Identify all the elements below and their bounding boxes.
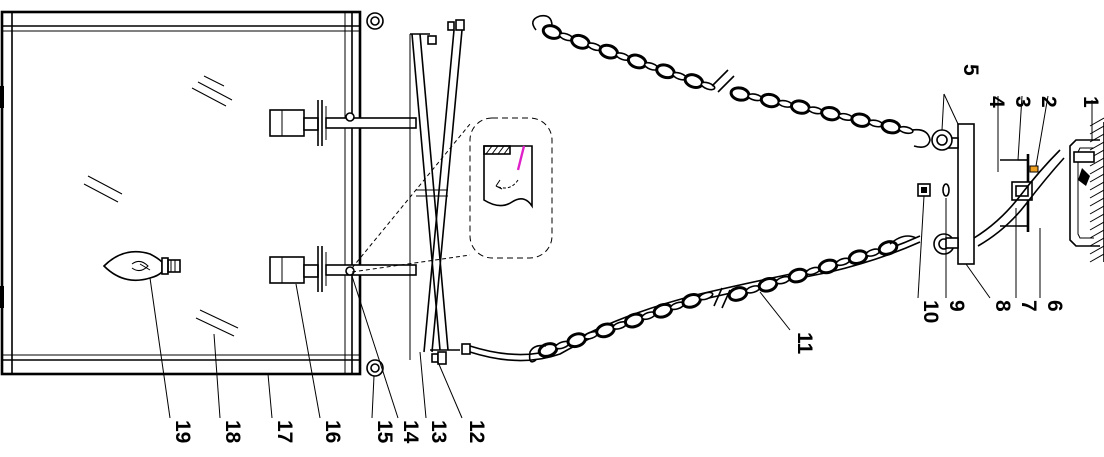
candle-bulb bbox=[102, 250, 181, 282]
label-10: 10 bbox=[919, 300, 942, 323]
ceiling-hatch-line bbox=[1089, 181, 1104, 191]
chain-link bbox=[698, 291, 714, 301]
ceiling-hatch-line bbox=[1089, 165, 1104, 175]
ceiling-hatch-line bbox=[1089, 221, 1104, 231]
chain-link bbox=[700, 81, 716, 91]
chain-link bbox=[570, 33, 591, 50]
candle-holder-bottom bbox=[269, 246, 417, 292]
chain-link bbox=[789, 99, 811, 115]
canopy-ring-upper bbox=[931, 129, 953, 151]
ceiling-hatch-line bbox=[1089, 245, 1104, 255]
chain-lower-with-cable bbox=[469, 233, 955, 363]
chain-link bbox=[757, 276, 779, 293]
label-5: 5 bbox=[959, 64, 982, 76]
detail-callout bbox=[351, 117, 553, 273]
chain-link bbox=[820, 105, 841, 122]
label-8: 8 bbox=[991, 300, 1014, 312]
frame-ring-bottom bbox=[366, 359, 384, 377]
label-2: 2 bbox=[1037, 96, 1060, 108]
chain-link bbox=[759, 92, 781, 109]
ceiling-hatch-line bbox=[1089, 189, 1104, 199]
chain-link bbox=[655, 63, 676, 80]
arm-screw bbox=[427, 35, 437, 45]
frame-ring-top bbox=[366, 12, 384, 30]
part-number-labels: 1 2 3 4 5 6 7 8 9 10 11 12 13 14 15 16 1… bbox=[171, 64, 1102, 444]
label-19: 19 bbox=[171, 420, 194, 443]
label-16: 16 bbox=[321, 420, 344, 443]
label-14: 14 bbox=[399, 420, 422, 444]
label-18: 18 bbox=[221, 420, 244, 444]
ceiling-hatch-line bbox=[1089, 237, 1104, 247]
label-15: 15 bbox=[373, 420, 396, 444]
mounting-bracket bbox=[917, 149, 1065, 247]
chain-link bbox=[652, 302, 674, 319]
label-17: 17 bbox=[273, 420, 296, 443]
ceiling-hatch-line bbox=[1089, 205, 1104, 215]
ceiling-hatch-line bbox=[1089, 197, 1104, 207]
chain-link bbox=[566, 332, 587, 349]
chain-link bbox=[681, 293, 702, 309]
chain-link bbox=[541, 24, 563, 40]
glass-shade-frame bbox=[0, 10, 384, 377]
chain-link bbox=[817, 258, 839, 275]
label-3: 3 bbox=[1011, 96, 1034, 108]
label-6: 6 bbox=[1043, 300, 1066, 312]
label-12: 12 bbox=[465, 420, 488, 443]
label-11: 11 bbox=[793, 332, 816, 355]
ceiling-hatch-line bbox=[1089, 213, 1104, 223]
chain-link bbox=[877, 240, 899, 256]
chain-link bbox=[623, 312, 645, 329]
chain-link bbox=[787, 267, 809, 284]
chain-link bbox=[598, 43, 619, 60]
chain-link bbox=[729, 86, 751, 102]
label-1: 1 bbox=[1079, 96, 1102, 108]
leader-lines bbox=[149, 95, 1093, 419]
chain-link bbox=[898, 125, 914, 135]
chain-link bbox=[626, 53, 648, 70]
label-13: 13 bbox=[427, 420, 450, 443]
ceiling-hatch-line bbox=[1089, 157, 1104, 167]
label-9: 9 bbox=[945, 300, 968, 312]
cross-frame bbox=[409, 19, 471, 365]
label-7: 7 bbox=[1017, 300, 1040, 312]
chain-link bbox=[727, 286, 749, 302]
ceiling-hatch-line bbox=[1089, 141, 1104, 151]
chain-link bbox=[595, 322, 616, 339]
label-4: 4 bbox=[985, 96, 1008, 108]
ceiling-hatch-line bbox=[1089, 173, 1104, 183]
chain-link bbox=[880, 119, 902, 135]
ceiling-junction-box bbox=[1069, 117, 1104, 263]
glass-reflection-marks bbox=[83, 75, 239, 337]
ceiling-hatch-line bbox=[1089, 229, 1104, 239]
ceiling-hatch-line bbox=[1089, 253, 1104, 263]
chain-upper bbox=[532, 14, 931, 148]
chain-link bbox=[683, 73, 705, 89]
chain-link bbox=[850, 112, 872, 128]
washer bbox=[942, 183, 950, 197]
candle-holder-top bbox=[269, 100, 417, 146]
